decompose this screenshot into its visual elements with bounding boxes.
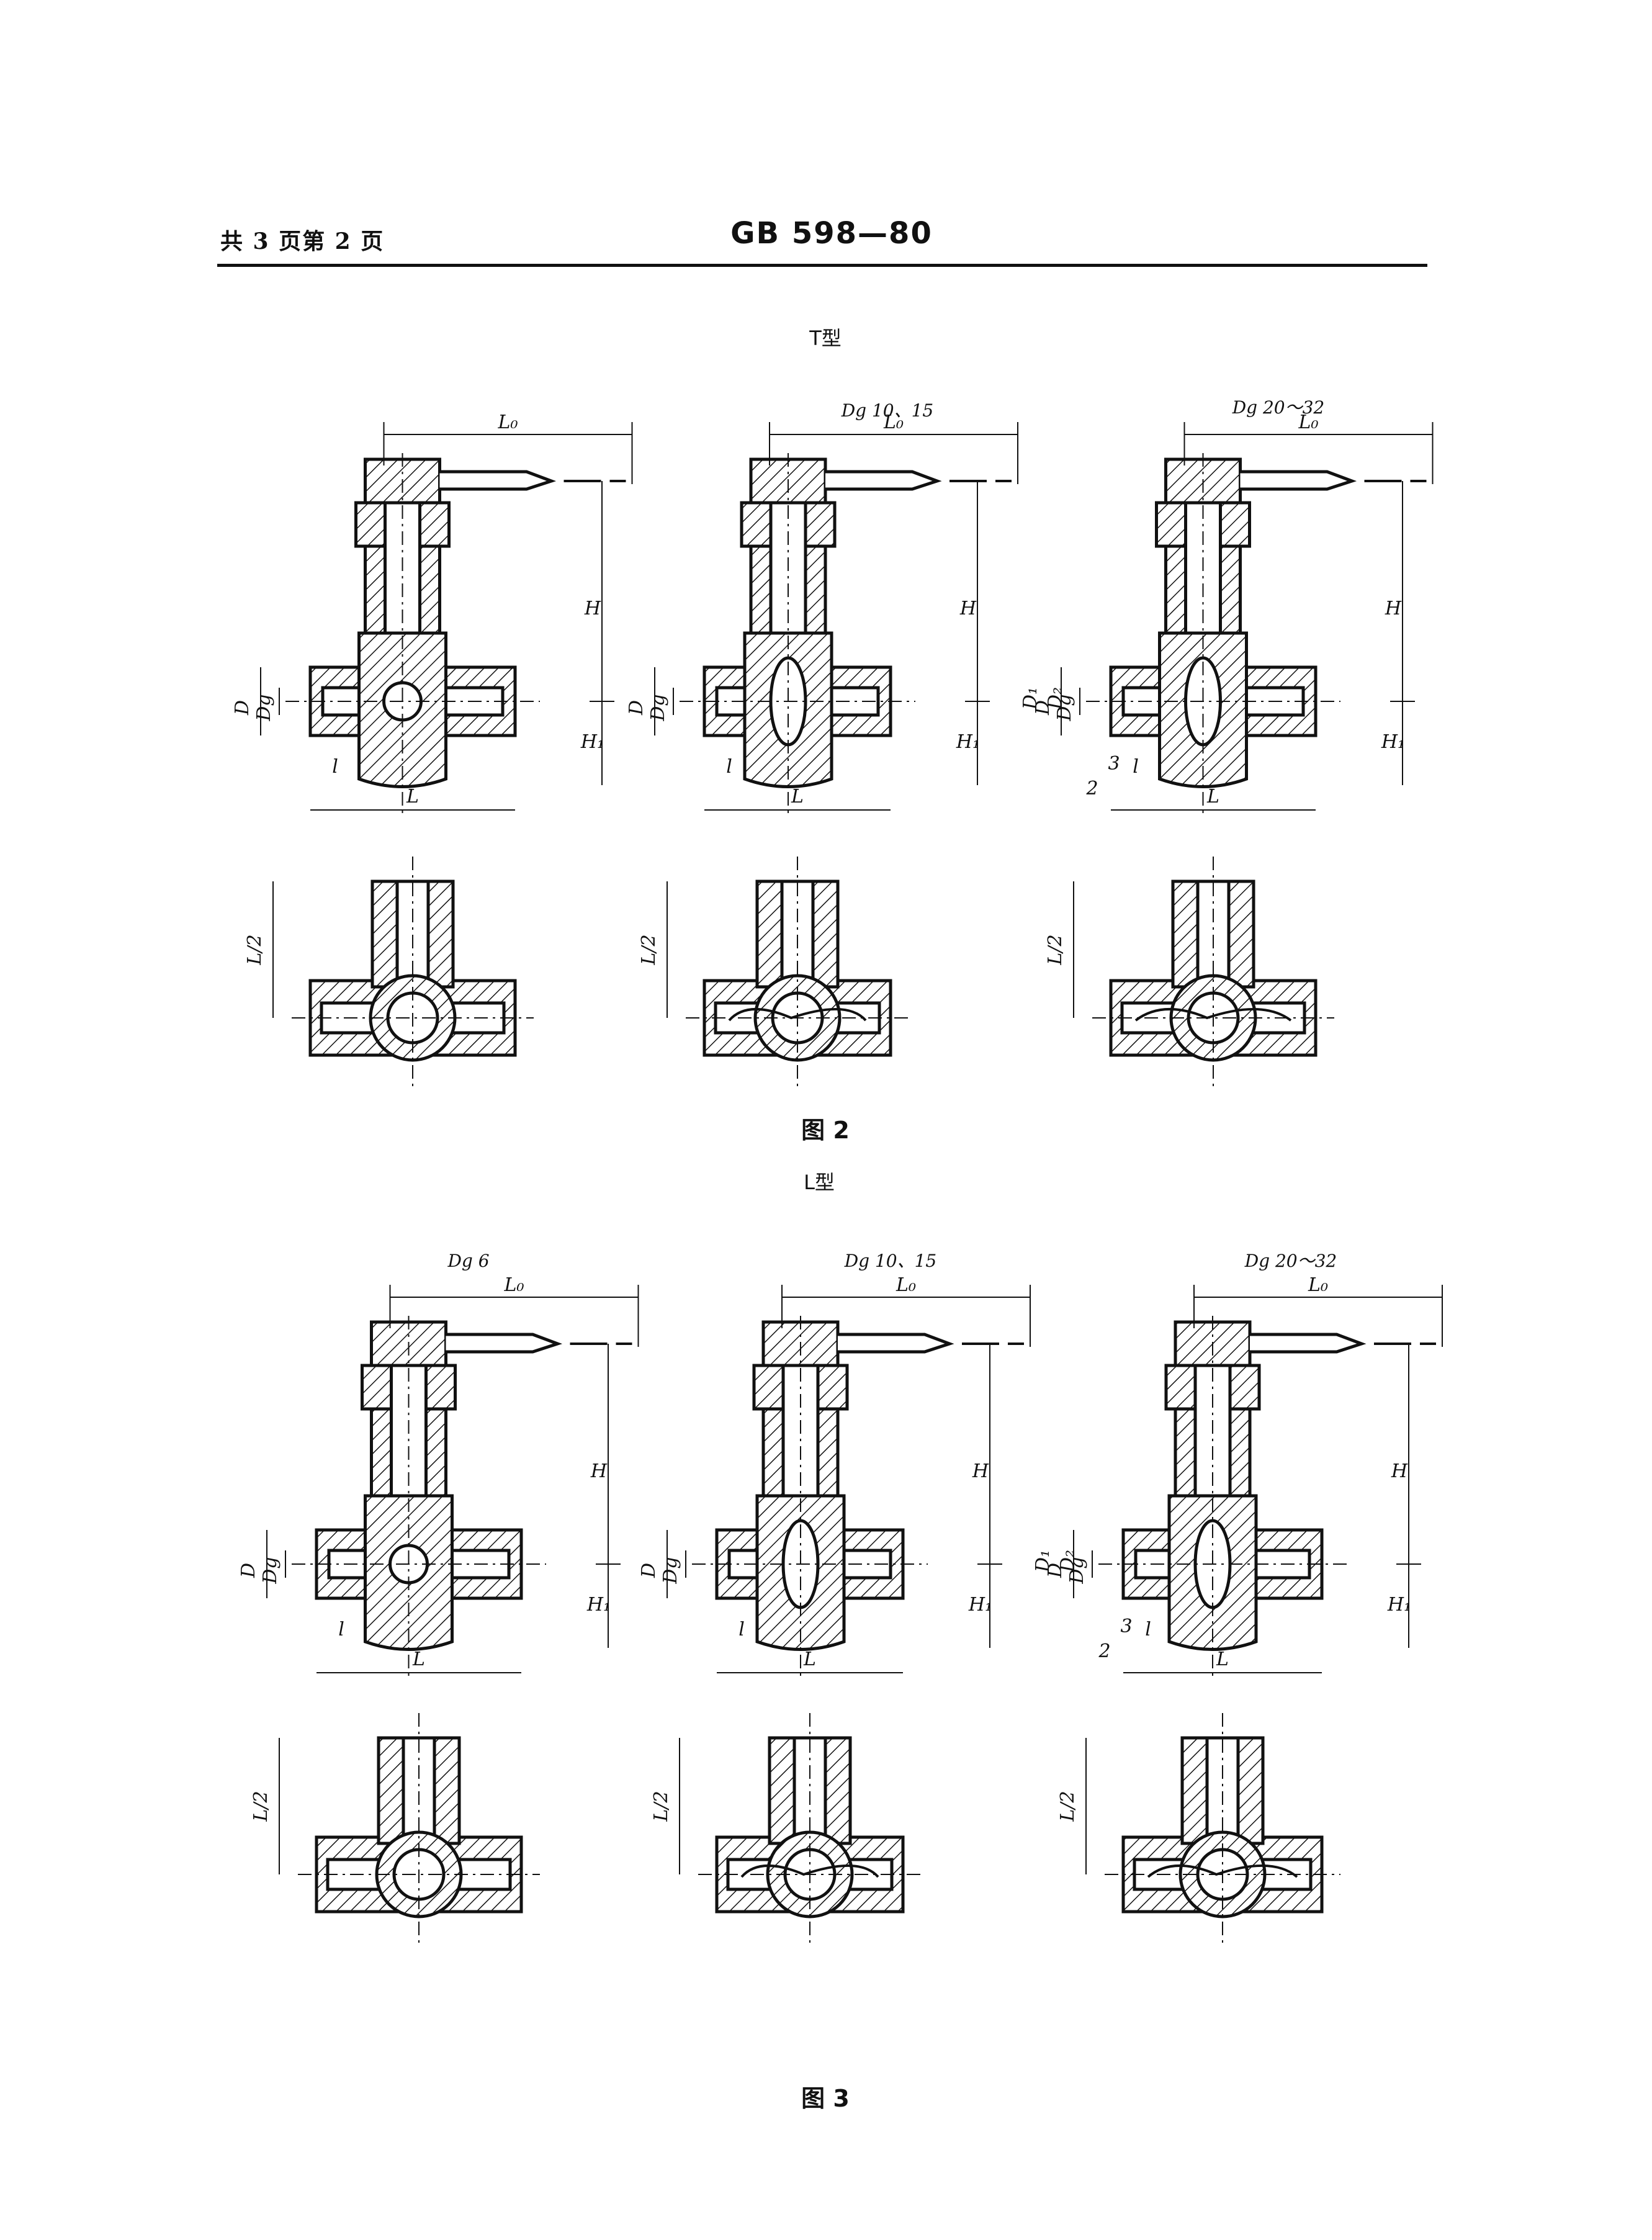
header-rule (217, 264, 1427, 267)
f3b-L0-label: L₀ (896, 1274, 916, 1296)
f3a-H1-label: H₁ (586, 1594, 611, 1616)
f3a-L0-label: L₀ (504, 1274, 524, 1296)
f3a-Dg-label: Dg (259, 1557, 281, 1584)
f2c-H1-label: H₁ (1381, 731, 1405, 753)
f3c-L-label: L (1216, 1649, 1229, 1670)
f3c-H1-label: H₁ (1387, 1594, 1411, 1616)
fig3-caption: 图 3 (801, 2085, 850, 2112)
f3a-D-label: D (238, 1563, 259, 1578)
dg20-mark-3-0: 3 (1108, 753, 1120, 775)
f2b-Dg-label: Dg (647, 694, 669, 721)
fig3-size-1: Dg 6 (447, 1251, 490, 1271)
f2a-L-label: L (406, 786, 419, 807)
f2b-L-label: L (791, 786, 804, 807)
f3b-Dg-label: Dg (660, 1557, 681, 1584)
f2c-L-label: L (1206, 786, 1219, 807)
f3c-l-label: l (1145, 1619, 1151, 1640)
f3c-Dg-label: Dg (1066, 1557, 1088, 1584)
f2b-handle-lever (825, 470, 942, 491)
f2b-l-label: l (726, 756, 732, 778)
f3a-H-label: H (590, 1460, 608, 1482)
fig3-type-label: L型 (804, 1171, 835, 1194)
dg20-D2-0: D₂ (1044, 687, 1066, 710)
fig2-caption: 图 2 (801, 1117, 850, 1144)
f3b-D-label: D (638, 1563, 660, 1578)
f2c-Dg-label: Dg (1054, 694, 1075, 721)
dg20-mark-3-1: 3 (1120, 1616, 1132, 1637)
f3b-l-label: l (738, 1619, 745, 1640)
f3c-H-label: H (1391, 1460, 1408, 1482)
f2c-H-label: H (1385, 598, 1402, 619)
f3c-L0-label: L₀ (1308, 1274, 1328, 1296)
f2c-half-L-label: L/2 (1044, 934, 1066, 965)
f2a-l-label: l (332, 756, 338, 778)
f2a-H1-label: H₁ (580, 731, 604, 753)
f3b-H-label: H (972, 1460, 989, 1482)
f2c-l-label: l (1133, 756, 1139, 778)
f3a-L-label: L (412, 1649, 425, 1670)
f3a-half-L-label: L/2 (250, 1791, 272, 1822)
f3b-L-label: L (803, 1649, 816, 1670)
standard-code: GB 598—80 (730, 216, 933, 251)
f2b-half-L-label: L/2 (638, 934, 660, 965)
f3a-handle-lever (446, 1333, 563, 1354)
f2c-L0-label: L₀ (1298, 412, 1319, 433)
f2b-H1-label: H₁ (956, 731, 980, 753)
f2a-D-label: D (231, 700, 253, 716)
f2b-H-label: H (959, 598, 977, 619)
f3c-handle-lever (1250, 1333, 1367, 1354)
f2c-handle-lever (1240, 470, 1357, 491)
fig2-type-label: T型 (809, 326, 842, 350)
fig3-size-3: Dg 20～32 (1244, 1251, 1337, 1271)
f2a-handle-lever (439, 470, 557, 491)
f2a-half-L-label: L/2 (244, 934, 266, 965)
dg20-mark-2-0: 2 (1085, 778, 1098, 799)
f2b-D-label: D (626, 700, 647, 716)
f3b-handle-lever (838, 1333, 954, 1354)
f2a-L0-label: L₀ (498, 412, 518, 433)
page-info: 共 3 页第 2 页 (220, 228, 385, 254)
dg20-D1-1: D₁ (1032, 1550, 1054, 1573)
f3a-l-label: l (338, 1619, 344, 1640)
f3b-H1-label: H₁ (968, 1594, 992, 1616)
f2a-H-label: H (584, 598, 601, 619)
f3c-half-L-label: L/2 (1057, 1791, 1079, 1822)
dg20-mark-2-1: 2 (1098, 1640, 1110, 1662)
fig3-size-2: Dg 10、15 (844, 1251, 937, 1271)
f2a-Dg-label: Dg (253, 694, 275, 721)
dg20-D1-0: D₁ (1020, 687, 1041, 710)
f2c-D-label: D (1032, 700, 1054, 716)
fig2-size-2: Dg 10、15 (841, 400, 934, 421)
f3c-D-label: D (1044, 1563, 1066, 1578)
dg20-D2-1: D₂ (1057, 1550, 1079, 1573)
fig2-size-3: Dg 20～32 (1232, 397, 1325, 418)
f3b-half-L-label: L/2 (650, 1791, 672, 1822)
f2b-L0-label: L₀ (883, 412, 904, 433)
